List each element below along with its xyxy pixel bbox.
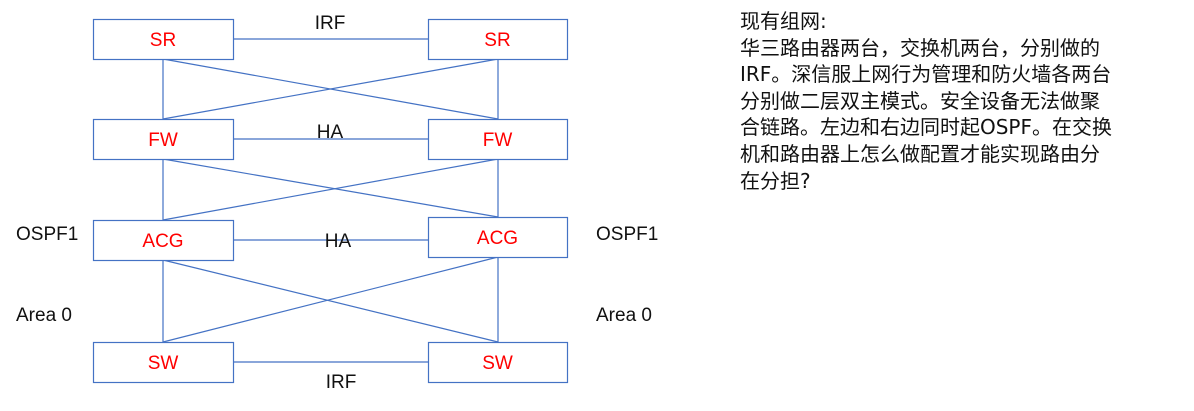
link-label-ha: HA	[325, 231, 352, 252]
description-line: 机和路由器上怎么做配置才能实现路由分	[740, 141, 1100, 166]
ospf-label-left-line2: Area 0	[16, 305, 72, 326]
node-acg-right: ACG	[427, 216, 569, 259]
description-line: 在分担?	[740, 168, 811, 193]
description-line: 合链路。左边和右边同时起OSPF。在交换	[740, 115, 1113, 140]
link-labels-layer: IRF HA HA IRF	[315, 13, 357, 393]
ospf-label-right: OSPF1 Area 0	[596, 167, 658, 356]
nodes-layer: SR SR FW FW ACG ACG SW SW	[92, 18, 569, 384]
node-label: SR	[150, 30, 176, 51]
description-line: 华三路由器两台，交换机两台，分别做的	[740, 35, 1100, 60]
links-layer	[162, 38, 499, 363]
node-sr-left: SR	[92, 18, 235, 61]
ospf-label-right-line2: Area 0	[596, 305, 652, 326]
description-line: 现有组网:	[740, 9, 827, 33]
node-sw-left: SW	[92, 341, 235, 384]
node-box	[427, 341, 569, 384]
node-box	[427, 118, 569, 161]
node-sr-right: SR	[427, 18, 569, 61]
node-label: ACG	[477, 228, 518, 249]
node-label: ACG	[142, 231, 183, 252]
node-box	[92, 118, 235, 161]
link-sr-right-to-fw-left	[162, 58, 499, 120]
link-label-irf: IRF	[326, 372, 357, 393]
node-label: FW	[148, 130, 178, 151]
ospf-label-left: OSPF1 Area 0	[16, 167, 78, 356]
ospf-label-left-line1: OSPF1	[16, 224, 79, 245]
link-label-irf: IRF	[315, 13, 346, 34]
node-box	[92, 219, 235, 262]
node-label: SW	[148, 353, 179, 374]
link-acg-left-to-sw-right	[162, 259, 499, 343]
node-label: SW	[482, 353, 513, 374]
description-text: 现有组网: 华三路由器两台，交换机两台，分别做的 IRF。深信服上网行为管理和防…	[740, 8, 1180, 194]
link-fw-right-to-acg-left	[162, 158, 499, 221]
node-sw-right: SW	[427, 341, 569, 384]
network-topology-diagram: SR SR FW FW ACG ACG SW SW IRF HA HA IRF	[92, 13, 569, 393]
description-line: 分别做二层双主模式。安全设备无法做聚	[740, 88, 1100, 113]
node-fw-right: FW	[427, 118, 569, 161]
node-label: FW	[483, 130, 513, 151]
node-box	[92, 341, 235, 384]
node-box	[427, 216, 569, 259]
node-fw-left: FW	[92, 118, 235, 161]
node-box	[427, 18, 569, 61]
link-label-ha: HA	[317, 122, 344, 143]
node-acg-left: ACG	[92, 219, 235, 262]
description-line: IRF。深信服上网行为管理和防火墙各两台	[740, 62, 1112, 87]
ospf-label-right-line1: OSPF1	[596, 224, 659, 245]
node-box	[92, 18, 235, 61]
link-acg-right-to-sw-left	[162, 256, 499, 343]
node-label: SR	[484, 30, 510, 51]
link-fw-left-to-acg-right	[162, 158, 499, 218]
